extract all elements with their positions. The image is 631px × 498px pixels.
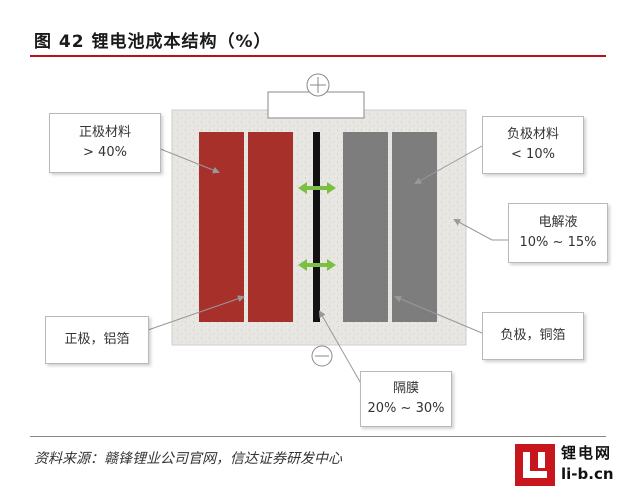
callout-electrolyte: 电解液 10% ~ 15% bbox=[508, 203, 608, 263]
callout-label: 电解液 bbox=[538, 215, 578, 230]
leader-cathode-material bbox=[157, 147, 220, 174]
logo-text-cn: 锂电网 bbox=[561, 444, 613, 462]
ion-arrow-upper bbox=[298, 182, 336, 194]
callout-cathode-material: 正极材料 > 40% bbox=[49, 113, 161, 173]
leader-separator bbox=[319, 310, 364, 388]
leader-cathode-foil bbox=[147, 295, 245, 331]
leader-anode-material bbox=[414, 145, 483, 184]
figure-title: 图 42 锂电池成本结构（%） bbox=[34, 32, 272, 52]
footer-rule bbox=[30, 436, 606, 437]
cathode-plate-2 bbox=[248, 132, 293, 322]
callout-value: 20% ~ 30% bbox=[367, 401, 445, 416]
callout-label: 正极材料 bbox=[78, 125, 131, 140]
negative-terminal-icon bbox=[311, 345, 333, 367]
ion-arrow-lower bbox=[298, 259, 336, 271]
anode-plate-1 bbox=[343, 132, 388, 322]
callout-value: < 10% bbox=[511, 147, 555, 162]
logo-text-en: li-b.cn bbox=[561, 465, 614, 483]
source-note: 资料来源：赣锋锂业公司官网，信达证券研发中心 bbox=[34, 451, 342, 467]
site-logo: 锂电网 li-b.cn bbox=[515, 440, 625, 490]
leader-electrolyte bbox=[453, 219, 508, 241]
callout-value: > 40% bbox=[83, 145, 127, 160]
separator-membrane bbox=[313, 132, 320, 322]
title-rule bbox=[30, 55, 606, 57]
anode-plate-2 bbox=[392, 132, 437, 322]
logo-mark-icon bbox=[515, 444, 555, 486]
callout-label: 负极，铜箔 bbox=[500, 328, 566, 343]
callout-value: 10% ~ 15% bbox=[519, 235, 597, 250]
callout-separator: 隔膜 20% ~ 30% bbox=[360, 371, 452, 427]
callout-anode-foil: 负极，铜箔 bbox=[482, 312, 584, 360]
callout-label: 负极材料 bbox=[506, 127, 559, 142]
callout-label: 隔膜 bbox=[392, 381, 419, 396]
callout-anode-material: 负极材料 < 10% bbox=[482, 116, 584, 174]
positive-terminal-icon bbox=[306, 73, 330, 97]
leader-anode-foil bbox=[394, 295, 483, 334]
callout-cathode-foil: 正极，铝箔 bbox=[45, 316, 149, 364]
cathode-plate-1 bbox=[199, 132, 244, 322]
callout-label: 正极，铝箔 bbox=[64, 332, 130, 347]
